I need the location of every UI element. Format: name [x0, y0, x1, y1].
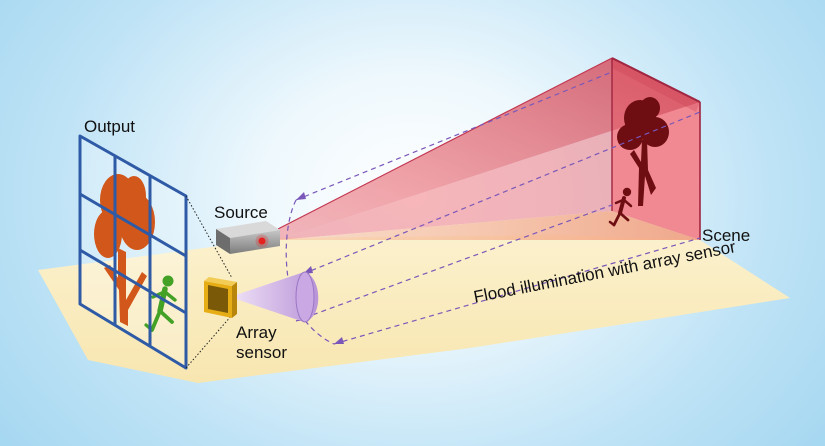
illumination-beam-upper — [276, 58, 700, 240]
source-label: Source — [214, 203, 268, 222]
array-sensor-label-line2: sensor — [236, 343, 288, 362]
scene-runner-icon — [608, 187, 633, 227]
array-sensor-label-line1: Array — [236, 323, 277, 342]
scene-label: Scene — [702, 226, 751, 245]
output-panel — [78, 134, 188, 370]
floor-plane — [38, 235, 790, 383]
source-device-icon — [216, 221, 280, 254]
array-sensor-icon — [204, 277, 237, 318]
sensor-cone-icon — [230, 271, 319, 323]
illumination-beam-floor — [278, 211, 700, 240]
scene-tree-icon — [617, 97, 669, 206]
illumination-beam-lower — [278, 102, 700, 240]
output-label: Output — [84, 117, 136, 136]
